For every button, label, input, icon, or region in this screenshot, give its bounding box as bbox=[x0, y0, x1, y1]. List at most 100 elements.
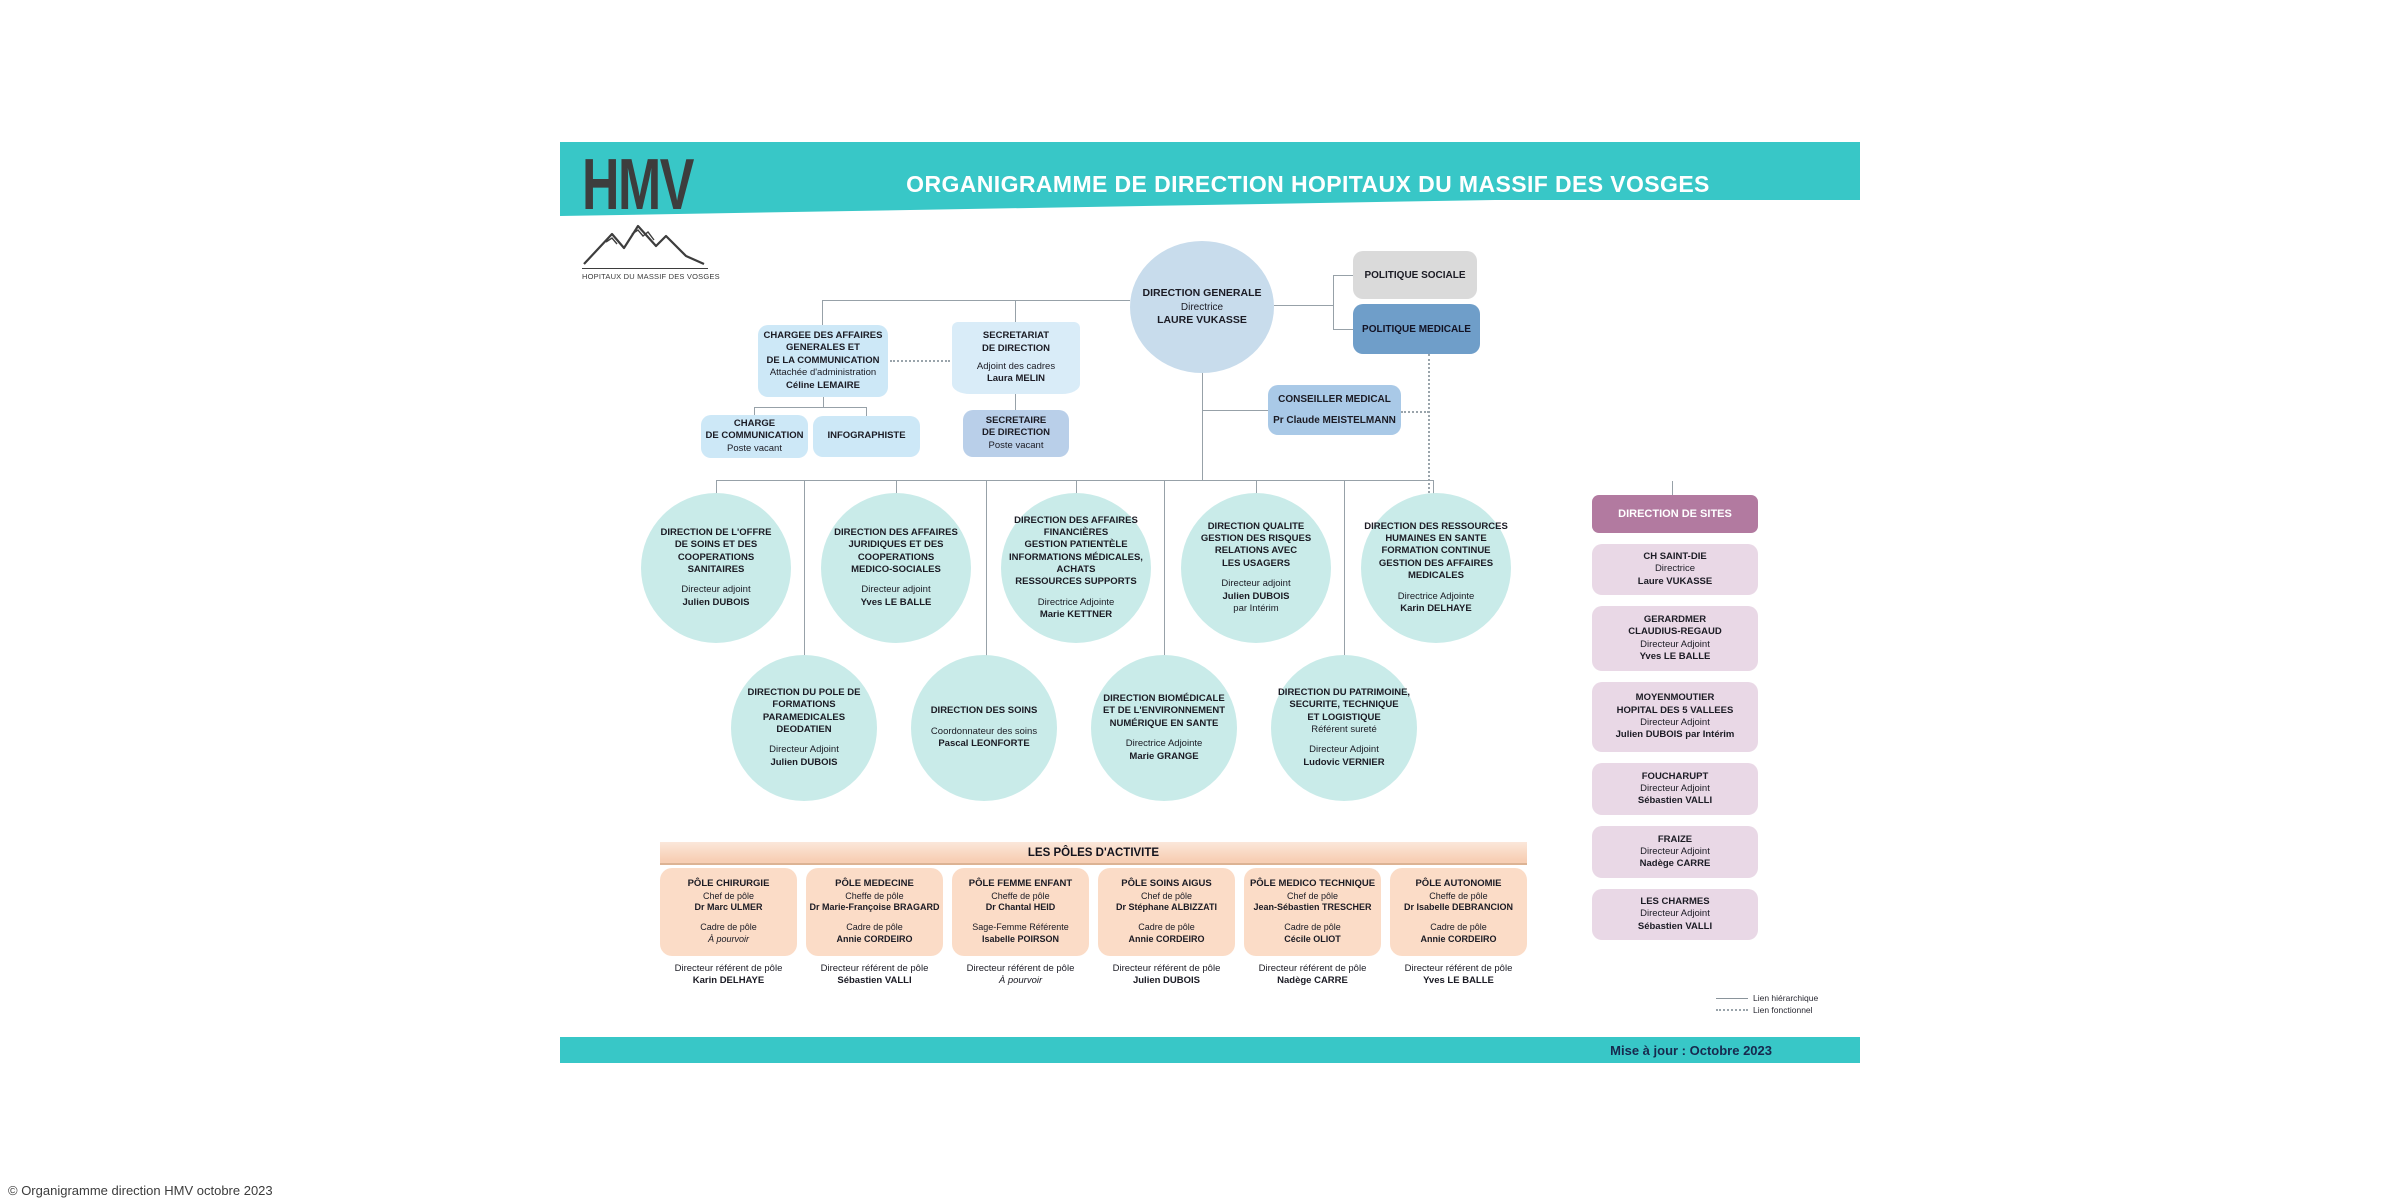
connector-line bbox=[866, 407, 867, 417]
connector-line bbox=[1672, 481, 1673, 495]
node-person: Pr Claude MEISTELMANN bbox=[1273, 415, 1396, 426]
connector-line bbox=[716, 480, 717, 494]
directions-row-2: DIRECTION DU POLE DE FORMATIONS PARAMEDI… bbox=[731, 655, 1417, 801]
pole-chief-role: Chef de pôle bbox=[1140, 890, 1193, 901]
pole-medecine: PÔLE MEDECINE Cheffe de pôle Dr Marie-Fr… bbox=[806, 868, 943, 956]
node-direction-pole-formations: DIRECTION DU POLE DE FORMATIONS PARAMEDI… bbox=[731, 655, 877, 801]
node-title: DIRECTION QUALITE GESTION DES RISQUES RE… bbox=[1200, 520, 1312, 569]
node-subtitle: Référent sureté bbox=[1311, 724, 1377, 735]
connector-line bbox=[1164, 480, 1165, 656]
referent-name: Nadège CARRE bbox=[1277, 975, 1348, 987]
pole-cadre-name: Isabelle POIRSON bbox=[981, 933, 1060, 944]
site-person: Sébastien VALLI bbox=[1637, 920, 1713, 932]
referent-label: Directeur référent de pôle bbox=[674, 963, 783, 974]
site-role: Directrice bbox=[1654, 563, 1696, 575]
connector-line bbox=[822, 300, 823, 325]
node-politique-medicale: POLITIQUE MEDICALE bbox=[1353, 304, 1480, 354]
node-infographiste: INFOGRAPHISTE bbox=[813, 416, 920, 457]
node-direction-affaires-juridiques: DIRECTION DES AFFAIRES JURIDIQUES ET DES… bbox=[821, 493, 971, 643]
pole-autonomie: PÔLE AUTONOMIE Cheffe de pôle Dr Isabell… bbox=[1390, 868, 1527, 956]
legend-label: Lien fonctionnel bbox=[1753, 1005, 1813, 1016]
copyright-text: © Organigramme direction HMV octobre 202… bbox=[8, 1183, 273, 1198]
site-name: GERARDMER CLAUDIUS-REGAUD bbox=[1628, 613, 1722, 638]
connector-line bbox=[986, 480, 987, 656]
pole-chief-role: Cheffe de pôle bbox=[845, 890, 904, 901]
site-role: Directeur Adjoint bbox=[1640, 908, 1710, 920]
node-role: Directeur Adjoint bbox=[769, 744, 839, 756]
poles-banner: LES PÔLES D'ACTIVITE bbox=[660, 842, 1527, 865]
pole-cadre-name: À pourvoir bbox=[707, 933, 750, 944]
node-role: Directeur adjoint bbox=[1221, 578, 1291, 590]
node-direction-ressources-humaines: DIRECTION DES RESSOURCES HUMAINES EN SAN… bbox=[1361, 493, 1511, 643]
pole-chief-role: Chef de pôle bbox=[702, 890, 755, 901]
node-secretariat-direction: SECRETARIAT DE DIRECTION Adjoint des cad… bbox=[952, 322, 1080, 394]
site-name: MOYENMOUTIER HOPITAL DES 5 VALLEES bbox=[1616, 692, 1734, 716]
connector-line bbox=[716, 480, 1434, 481]
node-conseiller-medical: CONSEILLER MEDICAL Pr Claude MEISTELMANN bbox=[1268, 385, 1401, 435]
site-name: FRAIZE bbox=[1657, 833, 1693, 845]
sites-column: DIRECTION DE SITES CH SAINT-DIE Directri… bbox=[1592, 495, 1758, 941]
node-title: POLITIQUE SOCIALE bbox=[1364, 269, 1466, 281]
solid-line-icon bbox=[1716, 997, 1748, 999]
site-person: Sébastien VALLI bbox=[1637, 795, 1713, 807]
connector-line bbox=[1333, 329, 1353, 330]
poles-row: PÔLE CHIRURGIE Chef de pôle Dr Marc ULME… bbox=[660, 868, 1527, 956]
node-title: DIRECTION DES RESSOURCES HUMAINES EN SAN… bbox=[1364, 520, 1508, 582]
connector-line bbox=[1202, 371, 1203, 481]
referent-name: Sébastien VALLI bbox=[837, 975, 912, 987]
node-person: Marie GRANGE bbox=[1129, 750, 1199, 762]
connector-line bbox=[823, 397, 824, 407]
pole-chief-role: Cheffe de pôle bbox=[1429, 890, 1488, 901]
node-person: Julien DUBOIS bbox=[682, 596, 750, 608]
node-role: Directrice bbox=[1180, 301, 1224, 313]
referent-label: Directeur référent de pôle bbox=[1404, 963, 1513, 974]
node-status: Poste vacant bbox=[727, 442, 782, 454]
pole-referent: Directeur référent de pôle Sébastien VAL… bbox=[806, 963, 943, 988]
node-person: Julien DUBOIS bbox=[1222, 590, 1290, 602]
pole-referents-row: Directeur référent de pôle Karin DELHAYE… bbox=[660, 963, 1527, 988]
referent-name: Yves LE BALLE bbox=[1423, 975, 1494, 987]
referent-label: Directeur référent de pôle bbox=[820, 963, 929, 974]
node-person: Marie KETTNER bbox=[1039, 609, 1113, 621]
node-role: Directeur adjoint bbox=[681, 584, 751, 596]
pole-cadre-name: Annie CORDEIRO bbox=[1128, 933, 1205, 944]
pole-medico-technique: PÔLE MEDICO TECHNIQUE Chef de pôle Jean-… bbox=[1244, 868, 1381, 956]
legend-label: Lien hiérarchique bbox=[1753, 993, 1819, 1003]
node-direction-generale: DIRECTION GENERALE Directrice LAURE VUKA… bbox=[1130, 241, 1274, 373]
connector-line bbox=[1015, 300, 1016, 322]
connector-line bbox=[1076, 480, 1077, 494]
pole-cadre-role: Sage-Femme Référente bbox=[972, 922, 1069, 933]
functional-link-line bbox=[890, 360, 950, 362]
node-title: DIRECTION DES AFFAIRES JURIDIQUES ET DES… bbox=[834, 526, 958, 575]
pole-chirurgie: PÔLE CHIRURGIE Chef de pôle Dr Marc ULME… bbox=[660, 868, 797, 956]
node-title: DIRECTION DU PATRIMOINE, SECURITE, TECHN… bbox=[1277, 686, 1411, 723]
connector-line bbox=[822, 300, 1130, 301]
dotted-line-icon bbox=[1716, 1009, 1748, 1012]
node-status: Poste vacant bbox=[988, 439, 1044, 451]
logo-tagline: HOPITAUX DU MASSIF DES VOSGES bbox=[582, 268, 720, 281]
pole-cadre-role: Cadre de pôle bbox=[846, 922, 903, 933]
pole-cadre-role: Cadre de pôle bbox=[700, 922, 757, 933]
referent-name: Julien DUBOIS bbox=[1132, 975, 1201, 987]
node-role: Coordonnateur des soins bbox=[930, 725, 1038, 737]
node-direction-qualite: DIRECTION QUALITE GESTION DES RISQUES RE… bbox=[1181, 493, 1331, 643]
node-person: Pascal LEONFORTE bbox=[938, 738, 1030, 750]
site-person: Laure VUKASSE bbox=[1637, 575, 1713, 587]
legend-item-fonctionnel: Lien fonctionnel bbox=[1716, 1004, 1818, 1016]
pole-cadre-name: Annie CORDEIRO bbox=[1420, 933, 1497, 944]
node-role: Adjoint des cadres bbox=[976, 361, 1056, 372]
node-person: Laura MELIN bbox=[986, 373, 1046, 385]
connector-line bbox=[1433, 480, 1434, 494]
pole-title: PÔLE CHIRURGIE bbox=[687, 878, 770, 890]
site-les-charmes: LES CHARMES Directeur Adjoint Sébastien … bbox=[1592, 889, 1758, 941]
functional-link-line bbox=[1401, 411, 1429, 413]
pole-chief-name: Dr Isabelle DEBRANCION bbox=[1403, 902, 1514, 913]
header-banner bbox=[560, 142, 1860, 200]
node-person: Ludovic VERNIER bbox=[1303, 756, 1385, 768]
node-role: Attachée d'administration bbox=[769, 367, 877, 379]
logo-acronym: HMV bbox=[582, 145, 694, 225]
site-gerardmer: GERARDMER CLAUDIUS-REGAUD Directeur Adjo… bbox=[1592, 606, 1758, 672]
mountain-icon bbox=[583, 225, 705, 266]
connector-line bbox=[896, 480, 897, 494]
